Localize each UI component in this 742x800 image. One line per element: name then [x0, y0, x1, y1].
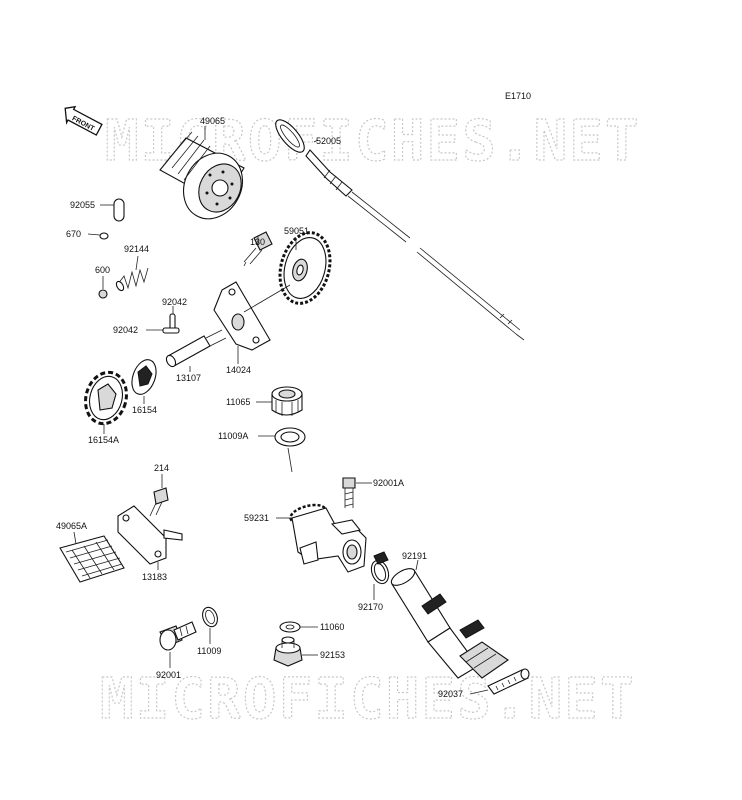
- washer-11009a-part: [274, 427, 306, 447]
- label-92042-upper: 92042: [162, 297, 187, 307]
- shaft-13107-part: [165, 329, 227, 368]
- spring-92144-part: [115, 267, 149, 292]
- label-92144: 92144: [124, 244, 149, 254]
- diagram-code: E1710: [505, 91, 531, 101]
- label-92001a: 92001A: [373, 478, 404, 488]
- label-11009: 11009: [197, 646, 221, 656]
- band-92037-part: [487, 668, 530, 695]
- label-92001: 92001: [156, 670, 181, 680]
- label-130: 130: [250, 237, 265, 247]
- rotor-16154-part: [131, 359, 157, 395]
- label-11065: 11065: [226, 397, 250, 407]
- label-11060: 11060: [320, 622, 344, 632]
- plate-14024-part: [213, 281, 291, 351]
- label-92191: 92191: [402, 551, 427, 561]
- label-14024: 14024: [226, 365, 251, 375]
- label-59051: 59051: [284, 226, 309, 236]
- label-59231: 59231: [244, 513, 269, 523]
- plug-92153-part: [273, 636, 303, 667]
- pin-92042-lower-part: [162, 327, 180, 334]
- rotor-16154a-part: [84, 370, 128, 426]
- ring-670-part: [99, 232, 109, 240]
- label-600: 600: [95, 265, 110, 275]
- bolt-214-part: [149, 487, 169, 517]
- filler-neck-59231-part: [289, 503, 367, 573]
- label-16154: 16154: [132, 405, 157, 415]
- label-214: 214: [154, 463, 169, 473]
- label-92170: 92170: [358, 602, 383, 612]
- dipstick-part: [275, 119, 525, 341]
- oil-filter-part: [159, 131, 245, 220]
- watermark-bottom: MICROFICHES.NET: [100, 667, 636, 732]
- bracket-13183-part: [117, 505, 183, 565]
- washer-11009-part: [202, 606, 218, 628]
- label-16154a: 16154A: [88, 435, 119, 445]
- label-92042-lower: 92042: [113, 325, 138, 335]
- label-92037: 92037: [438, 689, 463, 699]
- front-arrow-icon: FRONT: [64, 105, 103, 136]
- label-11009a: 11009A: [218, 431, 248, 441]
- gear-59051-part: [278, 231, 332, 305]
- label-49065a: 49065A: [56, 521, 87, 531]
- label-52005: 52005: [316, 136, 341, 146]
- label-13183: 13183: [142, 572, 167, 582]
- screen-49065a-part: [59, 535, 125, 583]
- label-13107: 13107: [176, 373, 201, 383]
- bolt-92001a-part: [342, 477, 356, 508]
- drain-bolt-92001-part: [159, 621, 197, 651]
- washer-11060-part: [279, 621, 301, 633]
- o-ring-92055-part: [113, 198, 125, 222]
- label-49065: 49065: [200, 116, 225, 126]
- ball-600-part: [98, 289, 108, 299]
- label-92153: 92153: [320, 650, 345, 660]
- label-670: 670: [66, 229, 81, 239]
- label-92055: 92055: [70, 200, 95, 210]
- cap-11065-part: [271, 386, 303, 416]
- hose-92191-part: [390, 568, 509, 679]
- clamp-92170-part: [370, 551, 390, 585]
